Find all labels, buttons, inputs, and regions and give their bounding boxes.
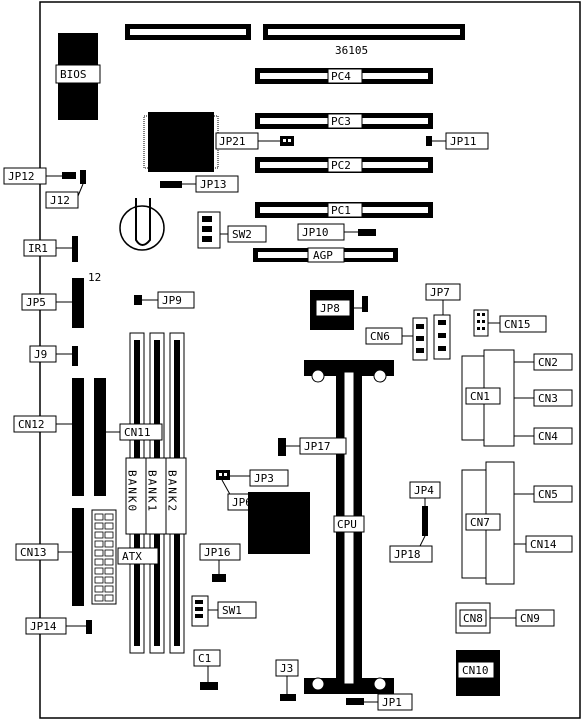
label-pin12: 12 [88, 271, 101, 284]
label-j3: J3 [280, 662, 293, 675]
label-jp1: JP1 [382, 696, 402, 709]
slot-pc3-label: PC3 [331, 115, 351, 128]
label-cn11: CN11 [124, 426, 151, 439]
connector-c1 [200, 682, 218, 690]
jumper-jp14 [86, 620, 92, 634]
label-jp17: JP17 [304, 440, 331, 453]
cpu-slot: CPU [304, 360, 394, 694]
jumper-jp13 [160, 181, 182, 188]
jumper-jp3 [216, 470, 230, 480]
jumper-jp4 [422, 506, 428, 536]
north-chipset [148, 112, 214, 172]
label-jp6: JP6 [232, 496, 252, 509]
connector-cn13 [72, 508, 84, 606]
label-cn6: CN6 [370, 330, 390, 343]
label-jp16: JP16 [204, 546, 231, 559]
label-jp8: JP8 [320, 302, 340, 315]
jumper-jp16 [212, 574, 226, 582]
jumper-jp10 [358, 229, 376, 236]
connector-j9 [72, 346, 78, 366]
label-cn15: CN15 [504, 318, 531, 331]
bank2-label: BANK2 [166, 470, 179, 513]
slot-pc2: PC2 [255, 157, 433, 173]
label-cn8: CN8 [463, 612, 483, 625]
board-number: 36105 [335, 44, 368, 57]
label-c1: C1 [198, 652, 211, 665]
jumper-jp8 [362, 296, 368, 312]
slot-pc4-label: PC4 [331, 70, 351, 83]
slot-agp-label: AGP [313, 249, 333, 262]
label-jp18: JP18 [394, 548, 421, 561]
label-cn10: CN10 [462, 664, 489, 677]
label-jp7: JP7 [430, 286, 450, 299]
slot-pc3: PC3 [255, 113, 433, 129]
label-jp12: JP12 [8, 170, 35, 183]
label-cn3: CN3 [538, 392, 558, 405]
jumper-jp11 [426, 136, 432, 146]
label-cn12: CN12 [18, 418, 45, 431]
connector-ir1 [72, 236, 78, 262]
label-j9: J9 [34, 348, 47, 361]
label-sw1: SW1 [222, 604, 242, 617]
slot-pc2-label: PC2 [331, 159, 351, 172]
jumper-jp1 [346, 698, 364, 705]
label-cn4: CN4 [538, 430, 558, 443]
jumper-jp9 [134, 295, 142, 305]
jumper-jp17 [278, 438, 286, 456]
connector-j3 [280, 694, 296, 701]
label-sw2: SW2 [232, 228, 252, 241]
bios-label-box [55, 64, 101, 84]
bank1-label: BANK1 [146, 470, 159, 513]
label-jp11: JP11 [450, 135, 477, 148]
label-jp13: JP13 [200, 178, 227, 191]
atx-power-connector [91, 509, 117, 605]
bios-label: BIOS [60, 68, 87, 81]
label-j12: J12 [50, 194, 70, 207]
label-cn7: CN7 [470, 516, 490, 529]
atx-label: ATX [122, 550, 142, 563]
cpu-label: CPU [337, 518, 357, 531]
slot-agp: AGP [253, 247, 398, 263]
battery [119, 205, 165, 251]
label-cn5: CN5 [538, 488, 558, 501]
label-cn9: CN9 [520, 612, 540, 625]
slot-pc1-label: PC1 [331, 204, 351, 217]
label-jp10: JP10 [302, 226, 329, 239]
slot-pc4: PC4 [255, 68, 433, 84]
slot-pc1: PC1 [255, 202, 433, 218]
label-jp9: JP9 [162, 294, 182, 307]
label-jp4: JP4 [414, 484, 434, 497]
bank0-label: BANK0 [126, 470, 139, 513]
label-ir1: IR1 [28, 242, 48, 255]
connector-cn12 [72, 378, 84, 496]
jumper-jp21 [280, 136, 294, 146]
label-jp3: JP3 [254, 472, 274, 485]
label-jp5: JP5 [26, 296, 46, 309]
connector-cn15 [473, 309, 489, 337]
label-cn2: CN2 [538, 356, 558, 369]
jumper-jp12 [62, 172, 76, 179]
connector-jp5 [72, 278, 84, 328]
south-chipset [248, 492, 310, 554]
label-cn14: CN14 [530, 538, 557, 551]
label-jp14: JP14 [30, 620, 57, 633]
label-cn1: CN1 [470, 390, 490, 403]
jumper-j12 [80, 170, 86, 184]
label-jp21: JP21 [219, 135, 246, 148]
label-cn13: CN13 [20, 546, 47, 559]
connector-cn11 [94, 378, 106, 496]
